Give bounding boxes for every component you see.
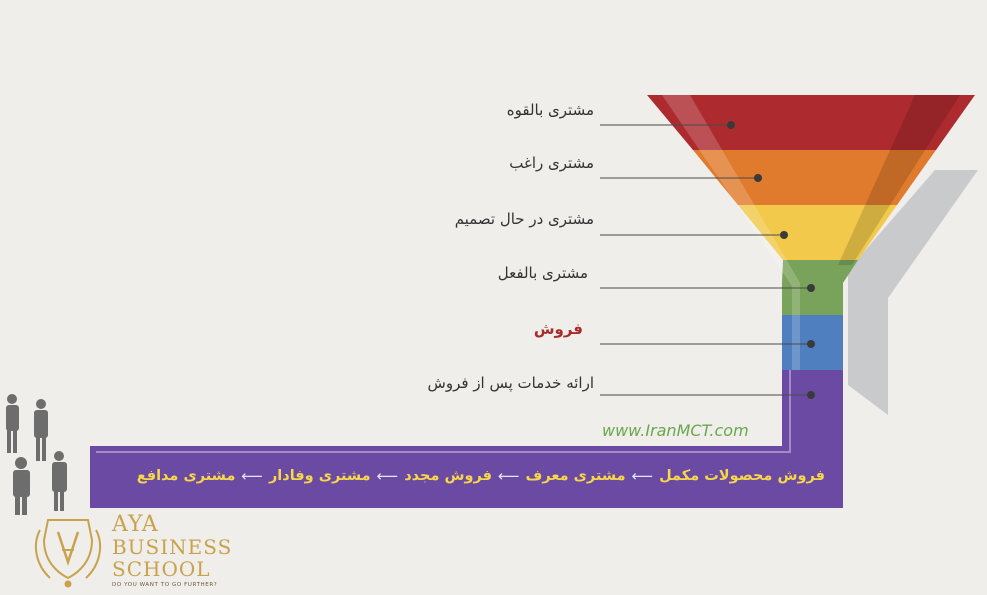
stage-label-potential: مشتری بالقوه: [506, 101, 594, 119]
funnel-highlight-right: [838, 95, 960, 265]
leader-lines: [600, 124, 811, 396]
funnel-band-1: [647, 95, 975, 150]
pipeline-step-loyal: مشتری وفادار: [268, 468, 371, 484]
people-silhouettes: [6, 394, 67, 515]
logo-tagline: DO YOU WANT TO GO FURTHER?: [112, 582, 218, 588]
pipeline-step-advocate: مشتری مدافع: [136, 468, 236, 484]
funnel-band-3: [738, 205, 897, 260]
stage-label-interested: مشتری راغب: [509, 154, 594, 172]
watermark: www.IranMCT.com: [602, 421, 749, 440]
funnel-shadow: [848, 170, 978, 415]
pipe: [90, 370, 843, 508]
stage-label-actual: مشتری بالفعل: [497, 264, 588, 282]
funnel-band-2: [693, 150, 936, 205]
arrow-icon: ⟵: [631, 467, 654, 485]
logo-line-aya: AYA: [112, 512, 159, 537]
pipeline-step-referrer: مشتری معرف: [525, 468, 626, 484]
arrow-icon: ⟵: [241, 467, 263, 485]
aya-logo-emblem: [34, 519, 102, 588]
stage-label-sale: فروش: [533, 320, 583, 338]
pipeline-steps: فروش محصولات مکمل ⟵ مشتری معرف ⟵ فروش مج…: [90, 461, 835, 491]
stage-label-after-sales: ارائه خدمات پس از فروش: [427, 374, 594, 392]
stage-label-deciding: مشتری در حال تصمیم: [454, 210, 594, 228]
pipeline-step-repeat-sale: فروش مجدد: [404, 468, 493, 484]
funnel-band-4: [782, 260, 858, 315]
arrow-icon: ⟵: [498, 467, 520, 485]
logo-line-school: SCHOOL: [112, 557, 211, 581]
pipeline-step-complementary: فروش محصولات مکمل: [659, 468, 825, 484]
leader-dots: [727, 121, 815, 399]
pipe-inner-line: [96, 370, 791, 453]
logo-line-business: BUSINESS: [112, 535, 233, 559]
arrow-icon: ⟵: [376, 467, 399, 485]
